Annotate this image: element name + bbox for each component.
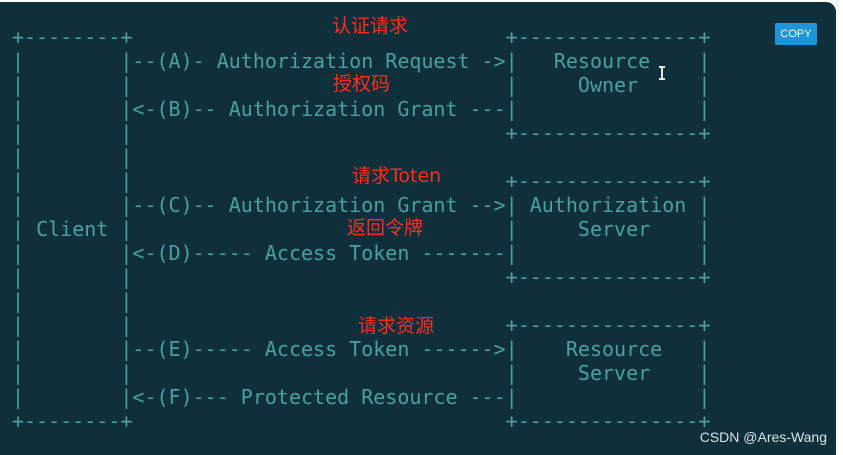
- diagram-line: | |<-(B)-- Authorization Grant ---| |: [12, 97, 711, 121]
- diagram-line: | Client | | Server |: [12, 217, 711, 241]
- diagram-line: | | +---------------+: [12, 121, 711, 145]
- diagram-line: | | +---------------+: [12, 265, 711, 289]
- diagram-line: | | +---------------+: [12, 169, 711, 193]
- annotation-request-resource: 请求资源: [358, 315, 435, 337]
- ascii-diagram: +--------+ +---------------+ | |--(A)- A…: [12, 25, 710, 433]
- annotation-auth-code: 授权码: [333, 73, 391, 95]
- annotation-return-token: 返回令牌: [347, 217, 424, 239]
- diagram-line: | | | Server |: [12, 361, 711, 385]
- annotation-auth-request: 认证请求: [332, 15, 409, 37]
- diagram-line: +--------+ +---------------+: [12, 25, 711, 49]
- text-cursor-icon: [658, 66, 666, 80]
- diagram-line: | | | Owner |: [12, 73, 711, 97]
- annotation-request-token: 请求Toten: [352, 165, 442, 187]
- diagram-line: | |<-(F)--- Protected Resource ---| |: [12, 385, 711, 409]
- diagram-line: +--------+ +---------------+: [12, 409, 711, 433]
- diagram-line: | |--(C)-- Authorization Grant -->| Auth…: [12, 193, 711, 217]
- diagram-line: | | +---------------+: [12, 313, 711, 337]
- diagram-line: | |--(E)----- Access Token ------>| Reso…: [12, 337, 711, 361]
- diagram-line: | |--(A)- Authorization Request ->| Reso…: [12, 49, 711, 73]
- copy-button[interactable]: COPY: [775, 23, 817, 45]
- diagram-line: | |: [12, 289, 133, 313]
- diagram-line: | |<-(D)----- Access Token -------| |: [12, 241, 711, 265]
- watermark: CSDN @Ares-Wang: [699, 429, 827, 445]
- diagram-line: | |: [12, 145, 133, 169]
